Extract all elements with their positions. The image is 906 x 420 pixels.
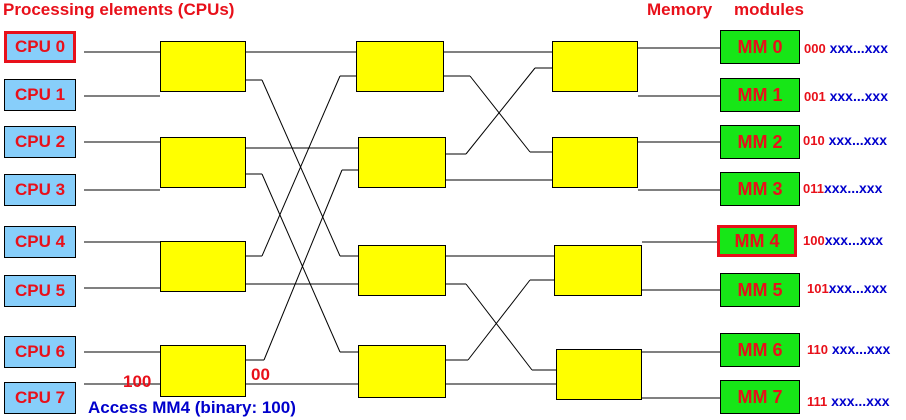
cpu-2[interactable]: CPU 2 — [4, 126, 76, 158]
memory-module-7[interactable]: MM 7 — [720, 380, 800, 414]
address-bits-7: 111 — [807, 394, 828, 409]
switch-stage3-a — [552, 41, 638, 92]
address-suffix-7: xxx...xxx — [831, 393, 890, 409]
address-suffix-3: xxx...xxx — [823, 180, 883, 196]
cpu-0[interactable]: CPU 0 — [4, 31, 76, 63]
cpu-5[interactable]: CPU 5 — [4, 275, 76, 307]
address-bits-6: 110 — [807, 342, 828, 357]
address-suffix-1: xxx...xxx — [829, 88, 888, 104]
switch-stage1-c — [160, 241, 246, 292]
memory-module-6[interactable]: MM 6 — [720, 333, 800, 367]
address-suffix-0: xxx...xxx — [829, 40, 888, 56]
switch-stage1-d — [160, 345, 246, 397]
address-bits-3: 011 — [803, 181, 824, 196]
switch-stage3-d — [556, 349, 642, 400]
address-label-6: 110 xxx...xxx — [807, 341, 890, 357]
cpu-3[interactable]: CPU 3 — [4, 174, 76, 206]
address-label-7: 111 xxx...xxx — [807, 393, 890, 409]
memory-header: Memory — [647, 0, 713, 19]
switch-stage3-c — [554, 245, 642, 296]
address-label-4: 100xxx...xxx — [803, 232, 883, 248]
address-bits-5: 101 — [807, 281, 829, 296]
modules-header: modules — [734, 0, 804, 19]
switch-stage1-b — [160, 137, 246, 188]
cpu-7[interactable]: CPU 7 — [4, 382, 76, 414]
memory-module-1[interactable]: MM 1 — [720, 78, 800, 112]
address-label-5: 101xxx...xxx — [807, 280, 887, 296]
switch-stage1-a — [160, 41, 246, 92]
memory-module-3[interactable]: MM 3 — [720, 172, 800, 206]
switch-stage2-b — [358, 137, 446, 188]
address-bits-0: 000 — [804, 41, 826, 56]
memory-module-5[interactable]: MM 5 — [720, 273, 800, 307]
route-input-bits: 100 — [123, 372, 152, 391]
switch-stage3-b — [552, 137, 638, 188]
memory-module-2[interactable]: MM 2 — [720, 125, 800, 159]
cpu-4[interactable]: CPU 4 — [4, 226, 76, 258]
address-suffix-6: xxx...xxx — [831, 341, 891, 357]
route-remaining-bits: 00 — [251, 365, 270, 384]
switch-stage2-a — [356, 41, 444, 92]
address-bits-1: 001 — [804, 89, 826, 104]
memory-module-4[interactable]: MM 4 — [717, 225, 797, 257]
memory-module-0[interactable]: MM 0 — [720, 30, 800, 64]
switch-stage2-c — [358, 245, 446, 296]
address-suffix-2: xxx...xxx — [828, 132, 887, 148]
address-bits-2: 010 — [803, 133, 825, 148]
address-suffix-4: xxx...xxx — [824, 232, 884, 248]
address-bits-4: 100 — [803, 233, 825, 248]
switch-stage2-d — [358, 345, 446, 398]
address-suffix-5: xxx...xxx — [828, 280, 888, 296]
address-label-2: 010 xxx...xxx — [803, 132, 887, 148]
cpu-1[interactable]: CPU 1 — [4, 79, 76, 111]
processing-elements-header: Processing elements (CPUs) — [3, 0, 235, 19]
address-label-1: 001 xxx...xxx — [804, 88, 888, 104]
address-label-3: 011xxx...xxx — [803, 180, 882, 196]
address-label-0: 000 xxx...xxx — [804, 40, 888, 56]
cpu-6[interactable]: CPU 6 — [4, 336, 76, 368]
access-caption: Access MM4 (binary: 100) — [88, 398, 296, 417]
